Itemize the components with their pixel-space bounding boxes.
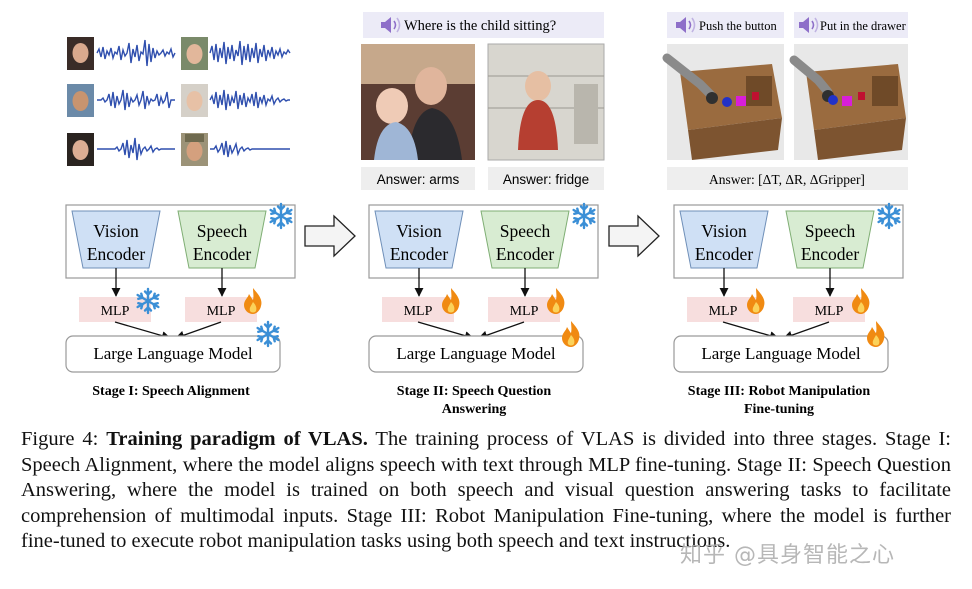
mlp-label: MLP	[404, 304, 433, 319]
vision-encoder	[679, 210, 769, 269]
flow-arrow	[114, 321, 171, 341]
face-thumbnail	[181, 133, 208, 166]
llm-label: Large Language Model	[93, 344, 253, 363]
instruction-drawer: Put in the drawer	[794, 12, 908, 38]
mlp-label: MLP	[815, 304, 844, 319]
speech-encoder-label: Encoder	[801, 244, 859, 264]
waveform	[210, 140, 290, 158]
vision-encoder	[374, 210, 464, 269]
vision-encoder-label: Vision	[93, 221, 139, 241]
waveform	[209, 40, 291, 66]
instruction-text: Put in the drawer	[820, 19, 907, 33]
mlp-label: MLP	[207, 304, 236, 319]
speech-encoder-label: Encoder	[193, 244, 251, 264]
fire-icon	[562, 321, 580, 347]
vqa-photo-arms	[361, 44, 475, 160]
flow-arrow	[722, 321, 779, 341]
vision-mlp	[382, 297, 454, 322]
caption-label: Figure 4:	[21, 428, 99, 450]
fire-icon	[867, 321, 885, 347]
instruction-text: Push the button	[699, 19, 778, 33]
speech-samples	[67, 37, 291, 166]
fire-icon	[852, 288, 870, 314]
face-thumbnail	[181, 37, 208, 70]
answer-text: Answer: [ΔT, ΔR, ΔGripper]	[709, 172, 865, 187]
flow-arrow	[783, 321, 830, 340]
fire-icon	[747, 288, 765, 314]
stage-transition-arrow	[304, 214, 356, 258]
flow-arrow	[417, 321, 474, 341]
vision-encoder-label: Encoder	[87, 244, 145, 264]
speech-encoder-label: Speech	[500, 221, 551, 241]
speech-encoder	[480, 210, 570, 269]
stage2-question: Where is the child sitting?	[363, 12, 604, 38]
robot-scene-drawer	[789, 44, 908, 160]
speech-encoder	[785, 210, 875, 269]
caption-body: The training process of VLAS is divided …	[21, 428, 952, 553]
watermark: 知乎 @具身智能之心	[680, 543, 895, 568]
mlp-label: MLP	[709, 304, 738, 319]
face-thumbnail	[181, 84, 208, 117]
stage-title: Stage I: Speech Alignment	[92, 384, 250, 399]
vision-encoder	[71, 210, 161, 269]
robot-scene-push	[662, 44, 784, 160]
caption-title: Training paradigm of VLAS.	[106, 428, 368, 450]
vision-mlp	[687, 297, 759, 322]
mlp-label: MLP	[101, 304, 130, 319]
stage-transition-arrow	[608, 214, 660, 258]
waveform	[96, 39, 176, 67]
speech-encoder-label: Encoder	[496, 244, 554, 264]
mlp-label: MLP	[510, 304, 539, 319]
vision-mlp	[79, 297, 151, 322]
stage-title: Fine-tuning	[744, 402, 814, 417]
llm-label: Large Language Model	[701, 344, 861, 363]
vision-encoder-label: Vision	[701, 221, 747, 241]
instruction-push: Push the button	[667, 12, 784, 38]
answer-text: Answer: arms	[377, 172, 460, 187]
fire-icon	[442, 288, 460, 314]
large-language-model	[368, 335, 584, 373]
stage-title: Answering	[442, 402, 507, 417]
vqa-photo-fridge	[487, 43, 605, 161]
speech-encoder	[177, 210, 267, 269]
waveform	[97, 137, 175, 161]
flow-arrow	[175, 321, 222, 340]
waveform	[209, 89, 290, 111]
flow-arrow	[478, 321, 525, 340]
llm-label: Large Language Model	[396, 344, 556, 363]
vision-encoder-label: Encoder	[390, 244, 448, 264]
training-paradigm-figure: Where is the child sitting? Answer: arms…	[65, 12, 908, 417]
fire-icon	[244, 288, 262, 314]
face-thumbnail	[67, 37, 94, 70]
answer-text: Answer: fridge	[503, 172, 589, 187]
waveform	[97, 89, 175, 111]
stage-title: Stage II: Speech Question	[397, 384, 552, 399]
vision-encoder-label: Vision	[396, 221, 442, 241]
stage-title: Stage III: Robot Manipulation	[688, 384, 871, 399]
speech-encoder-label: Speech	[197, 221, 248, 241]
vision-encoder-label: Encoder	[695, 244, 753, 264]
face-thumbnail	[67, 133, 94, 166]
large-language-model	[65, 335, 281, 373]
face-thumbnail	[67, 84, 94, 117]
fire-icon	[547, 288, 565, 314]
large-language-model	[673, 335, 889, 373]
question-text: Where is the child sitting?	[404, 18, 556, 34]
speech-encoder-label: Speech	[805, 221, 856, 241]
figure-caption: Figure 4: Training paradigm of VLAS. The…	[21, 427, 951, 555]
